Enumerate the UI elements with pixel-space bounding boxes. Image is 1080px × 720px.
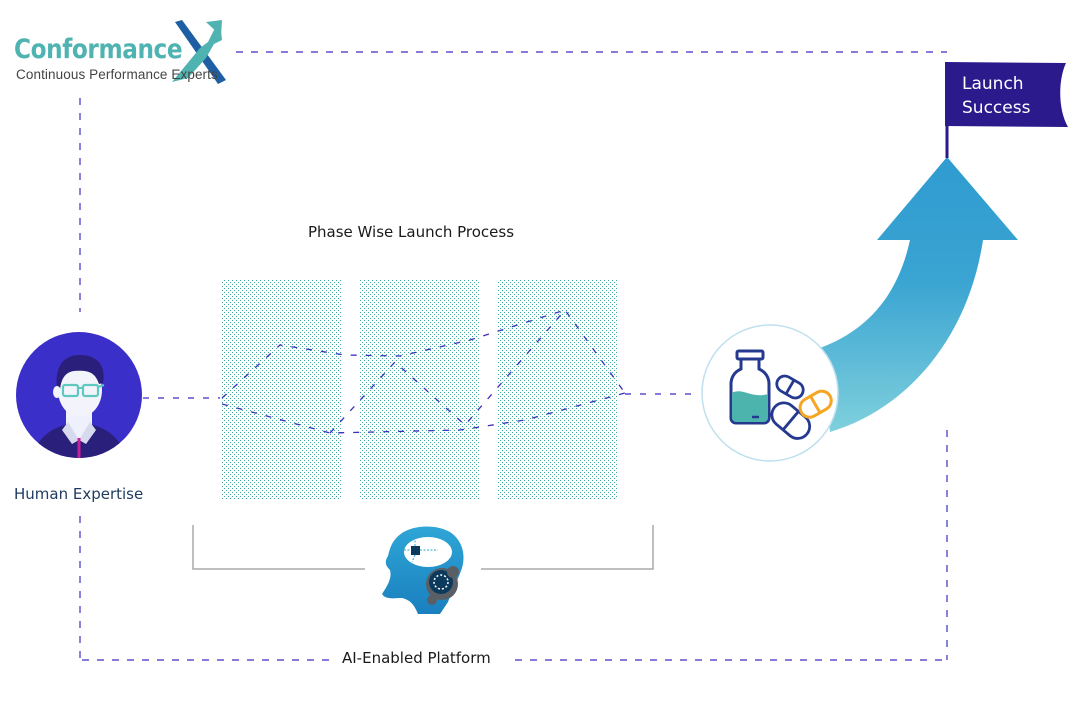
path-lower xyxy=(221,392,626,434)
human-expertise-label: Human Expertise xyxy=(14,485,144,503)
phase-box-2 xyxy=(359,279,479,499)
process-network-paths xyxy=(143,308,700,434)
brand-tagline: Continuous Performance Experts xyxy=(16,67,218,82)
ai-brain-head-icon xyxy=(382,526,464,614)
medicine-vial-pills-icon xyxy=(701,324,839,462)
flag-line-1: Launch xyxy=(962,74,1024,94)
bracket-right xyxy=(481,525,654,570)
diagram-title: Phase Wise Launch Process xyxy=(308,223,515,241)
flag-line-2: Success xyxy=(962,98,1031,118)
ai-platform-label: AI-Enabled Platform xyxy=(342,649,491,667)
x-arrow-logo-icon xyxy=(172,20,226,84)
path-zigzag xyxy=(329,308,626,434)
phase-boxes xyxy=(222,279,617,499)
person-avatar-icon xyxy=(16,332,142,458)
phase-box-1 xyxy=(222,279,342,499)
brand-logo-text: Conformance xyxy=(14,34,183,65)
flag-icon xyxy=(945,62,1068,158)
outer-dashed-frame xyxy=(79,51,948,661)
launch-success-flag-label: Launch Success xyxy=(962,72,1030,120)
path-upper xyxy=(221,309,566,399)
phase-box-3 xyxy=(497,279,617,499)
bracket-left xyxy=(192,525,365,570)
growth-arrow-icon xyxy=(820,157,1018,432)
platform-bracket xyxy=(192,525,654,570)
